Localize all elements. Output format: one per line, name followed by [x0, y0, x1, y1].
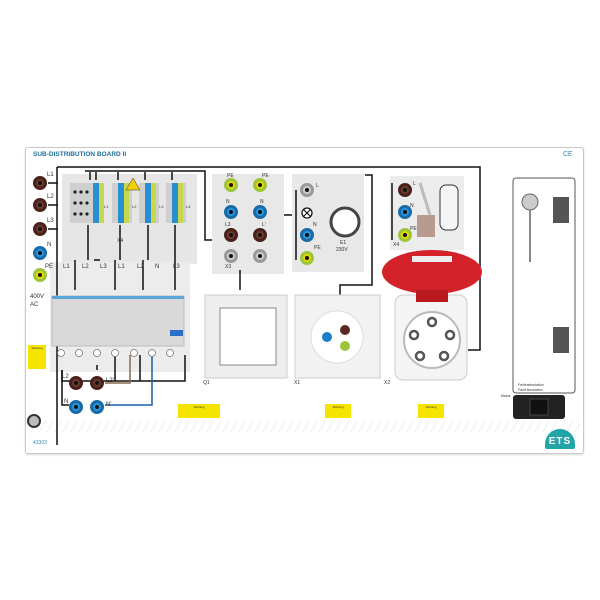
bus-label: L1 [63, 264, 70, 270]
bus-label: L3 [100, 264, 107, 270]
label-l2: L2 [62, 374, 69, 380]
socket-panel [212, 174, 284, 274]
fault-sim-label-en: Fault simulation [518, 388, 543, 392]
terminal-x4-label: X4 [117, 238, 124, 244]
label-l-prime: L' [262, 222, 266, 228]
label-l: L [316, 183, 319, 189]
socket-x3-n1[interactable] [224, 205, 238, 219]
socket-n[interactable] [33, 246, 47, 260]
label-l: L [413, 181, 416, 187]
fault-socket-l2[interactable] [69, 376, 83, 390]
label-n-prime: N' [106, 402, 112, 408]
socket-x3-switch1[interactable] [224, 249, 238, 263]
bus-label: N [155, 264, 160, 270]
label-x4: X4 [393, 242, 400, 248]
terminal-label-l3: L3 [159, 204, 164, 209]
label-pe: PE [262, 173, 269, 179]
socket-l3[interactable] [33, 222, 47, 236]
socket-x3-l-prime[interactable] [253, 228, 267, 242]
label-x3: X3 [225, 264, 232, 270]
heater-image [439, 184, 459, 231]
terminal-label-l1: L1 [104, 204, 109, 209]
label-pe: PE [45, 264, 54, 270]
socket-l2[interactable] [33, 198, 47, 212]
fault-socket-n[interactable] [69, 400, 83, 414]
warning-triangle-icon [125, 177, 141, 191]
label-n: N [260, 199, 264, 205]
fault-sim-label-de: Fehlersimulation [518, 383, 544, 387]
socket-x4-l[interactable] [398, 183, 412, 197]
label-l2-prime: L2' [106, 378, 114, 384]
warning-text: Warning [425, 405, 437, 409]
label-l2: L2 [47, 194, 54, 200]
voltage-label: 400V [30, 294, 45, 300]
fault-socket-l2-prime[interactable] [90, 376, 104, 390]
socket-x3-pe1[interactable] [224, 178, 238, 192]
label-q1: Q1 [203, 380, 210, 386]
hinge-top [553, 197, 569, 223]
warning-label: Warning [325, 404, 351, 418]
cee-socket-x2 [382, 250, 482, 381]
socket-pe[interactable] [33, 268, 47, 282]
label-l3: L3 [47, 218, 54, 224]
hinge-bottom [553, 327, 569, 353]
bus-label: L1 [118, 264, 125, 270]
switch-q1-rocker [219, 307, 277, 366]
label-n: N [64, 399, 69, 405]
ets-logo: ETS [545, 429, 575, 449]
wiring [48, 166, 481, 445]
bus-label: L3 [173, 264, 180, 270]
socket-l1[interactable] [33, 176, 47, 190]
warning-label: Warning [418, 404, 444, 418]
terminal-blocks [70, 177, 186, 223]
socket-x3-switch2[interactable] [253, 249, 267, 263]
label-230v: 230V [336, 247, 348, 253]
ac-label: AC [30, 302, 39, 308]
socket-e1-n[interactable] [300, 228, 314, 242]
label-l3: L3 [225, 222, 231, 228]
label-pe: PE [227, 173, 234, 179]
socket-x3-l3[interactable] [224, 228, 238, 242]
warning-label: Warning [178, 404, 220, 418]
socket-e1-l[interactable] [300, 183, 314, 197]
label-x1: X1 [294, 380, 301, 386]
fault-socket-n-prime[interactable] [90, 400, 104, 414]
hatched-strip [27, 420, 580, 432]
label-n: N [226, 199, 230, 205]
warning-text: Warning [332, 405, 344, 409]
label-pe: PE [410, 226, 417, 232]
lamp-e1-button [329, 206, 361, 238]
mains-label: Mains [501, 394, 511, 398]
ground-socket [27, 414, 41, 428]
label-n: N [47, 242, 52, 248]
article-number: 43303 [33, 440, 47, 446]
board-title: SUB-DISTRIBUTION BOARD II [33, 151, 127, 158]
warning-text: Warning [31, 346, 43, 350]
bus-label: L2 [137, 264, 144, 270]
socket-x4-pe[interactable] [398, 228, 412, 242]
terminal-label-l4: L4 [186, 204, 191, 209]
socket-x4-n[interactable] [398, 205, 412, 219]
socket-x3-n2[interactable] [253, 205, 267, 219]
label-n: N [410, 203, 414, 209]
breakers [51, 295, 185, 357]
label-pe: PE [314, 245, 321, 251]
label-n: N [313, 222, 317, 228]
label-x2: X2 [384, 380, 391, 386]
motor-image [417, 215, 435, 237]
warning-text: Warning [193, 405, 205, 409]
socket-e1-pe[interactable] [300, 251, 314, 265]
key-lock-icon [521, 193, 539, 211]
label-l1: L1 [47, 172, 54, 178]
warning-label: Warning [28, 345, 46, 369]
bus-label: L2 [82, 264, 89, 270]
ce-mark: CE [563, 151, 573, 158]
terminal-label-l2: L2 [132, 204, 137, 209]
label-e1: E1 [340, 240, 347, 246]
socket-x3-pe2[interactable] [253, 178, 267, 192]
